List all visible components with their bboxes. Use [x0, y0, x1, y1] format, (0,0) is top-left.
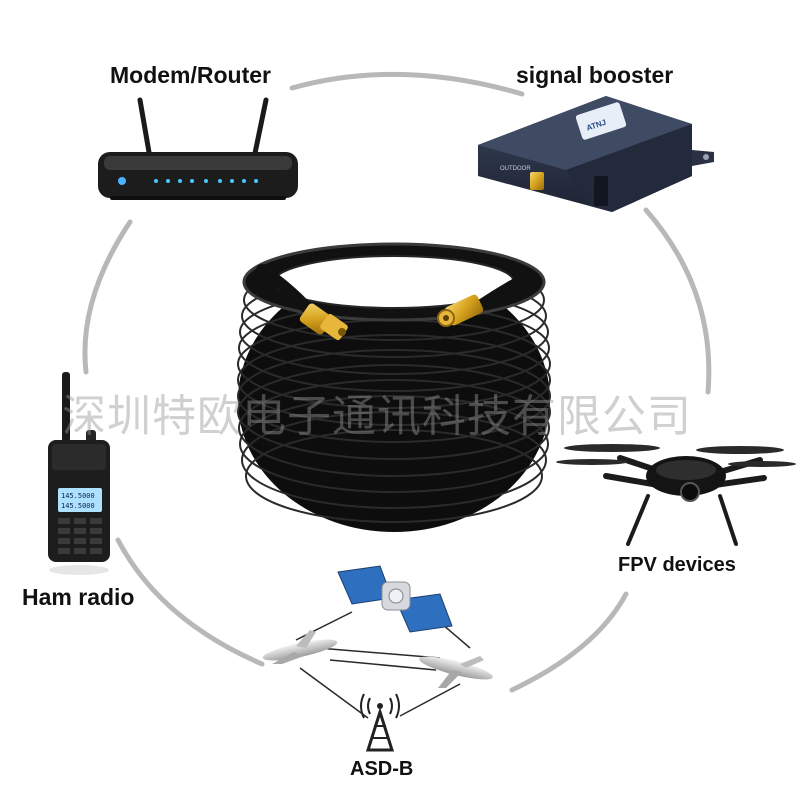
- ring-arc-bottom-right: [509, 591, 629, 693]
- airplane-icon: [262, 630, 338, 664]
- airplane-icon: [419, 656, 493, 688]
- coax-cable-icon: [237, 242, 551, 532]
- sma-male-connector: [299, 303, 348, 341]
- connection-ring: [82, 71, 712, 693]
- label-ham-radio: Ham radio: [22, 584, 135, 610]
- ham-radio-icon: 145.5000 145.5000: [48, 372, 110, 575]
- wifi-router-icon: [98, 97, 298, 200]
- radio-tower-icon: [360, 693, 400, 752]
- ring-arc-left: [82, 219, 133, 375]
- ring-arc-right: [643, 207, 712, 395]
- label-fpv-devices: FPV devices: [618, 554, 736, 576]
- signal-booster-icon: ATNJ OUTDOOR: [478, 96, 714, 212]
- sma-female-connector: [437, 294, 484, 327]
- ring-arc-top: [289, 71, 525, 97]
- ring-arc-bottom-left: [115, 537, 265, 667]
- label-modem-router: Modem/Router: [110, 62, 271, 88]
- radio-screen-line2: 145.5000: [61, 502, 95, 510]
- company-watermark: 深圳特欧电子通讯科技有限公司: [62, 391, 692, 442]
- booster-outdoor-text: OUTDOOR: [500, 166, 531, 172]
- label-signal-booster: signal booster: [516, 62, 674, 88]
- adsb-scene: [262, 565, 493, 752]
- drone-icon: [556, 444, 796, 546]
- radio-screen-line1: 145.5000: [61, 492, 95, 500]
- label-asd-b: ASD-B: [350, 758, 414, 780]
- satellite-icon: [337, 565, 453, 633]
